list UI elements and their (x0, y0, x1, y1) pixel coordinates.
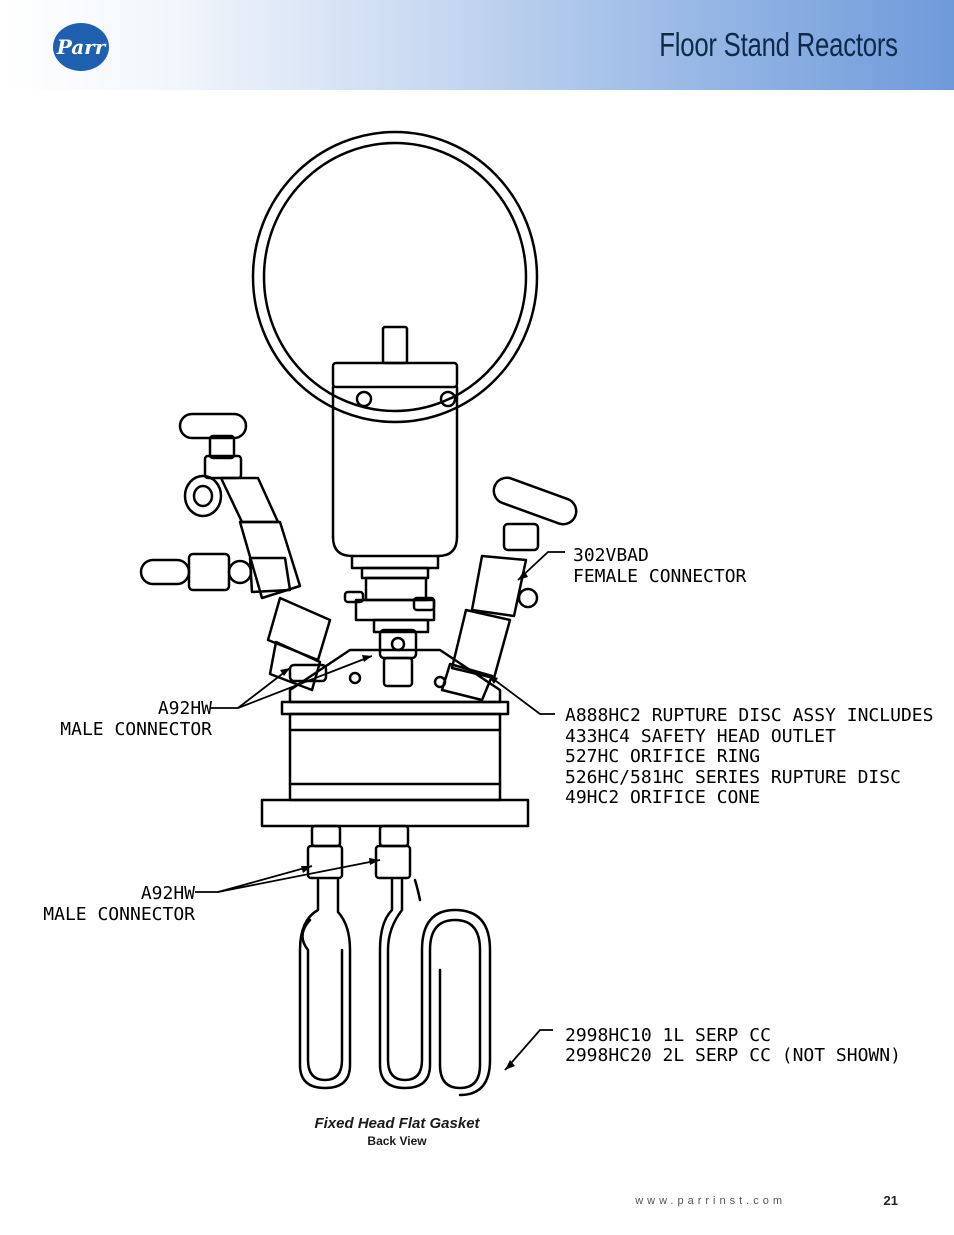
leader-coil (504, 1029, 553, 1071)
cooling-coil (298, 878, 492, 1097)
label-coil-line1: 2998HC10 1L SERP CC (565, 1025, 771, 1046)
left-valve-assembly (139, 412, 332, 692)
label-female-connector-part: 302VBAD (573, 545, 649, 566)
page-number: 21 (883, 1193, 898, 1208)
coil-connectors (306, 824, 412, 880)
logo-text: Parr (56, 35, 107, 59)
pressure-gauge-ring (251, 130, 539, 424)
parr-logo: Parr (53, 23, 109, 71)
label-rupture-disc-line4: 526HC/581HC SERIES RUPTURE DISC (565, 767, 901, 788)
label-male-connector-upper-part: A92HW (158, 698, 212, 719)
label-male-connector-lower-part: A92HW (141, 883, 195, 904)
leader-male-lower-a (195, 865, 313, 893)
figure-caption-subtitle: Back View (367, 1134, 427, 1148)
reactor-diagram: 302VBAD FEMALE CONNECTOR A92HW MALE CONN… (43, 130, 933, 1097)
label-male-connector-upper-name: MALE CONNECTOR (60, 719, 212, 740)
page-header: Parr Floor Stand Reactors (0, 0, 954, 90)
leader-female-connector (517, 551, 565, 581)
label-coil-line2: 2998HC20 2L SERP CC (NOT SHOWN) (565, 1045, 901, 1066)
magnetic-drive-housing (331, 325, 459, 634)
center-fittings (378, 628, 418, 688)
right-valve-assembly (440, 476, 578, 702)
label-rupture-disc-line5: 49HC2 ORIFICE CONE (565, 787, 760, 808)
reactor-head (260, 648, 530, 828)
figure-caption-title: Fixed Head Flat Gasket (314, 1115, 480, 1132)
leader-male-upper-b (237, 655, 373, 709)
footer-website: www.parrinst.com (635, 1195, 786, 1207)
label-rupture-disc-line2: 433HC4 SAFETY HEAD OUTLET (565, 726, 836, 747)
leader-male-lower-b (217, 859, 381, 893)
label-female-connector-name: FEMALE CONNECTOR (573, 566, 747, 587)
page-title: Floor Stand Reactors (659, 26, 898, 63)
leader-male-upper-a (210, 667, 291, 709)
label-rupture-disc-line1: A888HC2 RUPTURE DISC ASSY INCLUDES (565, 705, 933, 726)
leader-rupture-disc (487, 674, 555, 715)
label-male-connector-lower-name: MALE CONNECTOR (43, 904, 195, 925)
label-rupture-disc-line3: 527HC ORIFICE RING (565, 746, 760, 767)
